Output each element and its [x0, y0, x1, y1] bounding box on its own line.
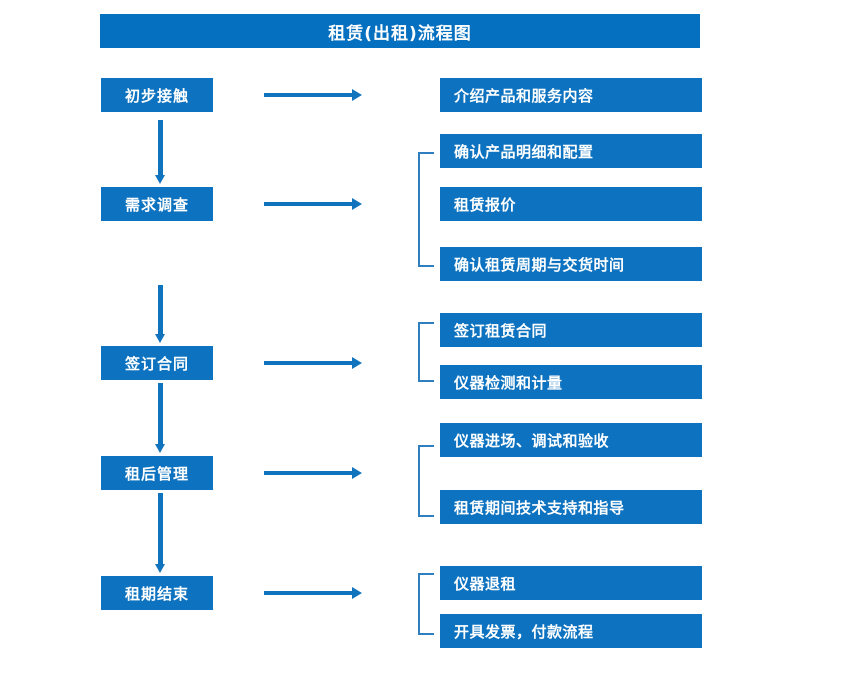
arrow-head-icon — [155, 334, 165, 343]
arrow-head-icon — [352, 198, 362, 210]
arrow-shaft — [158, 120, 163, 175]
arrow-shaft — [158, 493, 163, 564]
horizontal-arrow-5 — [264, 587, 362, 599]
group-bracket-4 — [418, 445, 434, 517]
arrow-shaft — [264, 591, 352, 595]
arrow-shaft — [158, 285, 163, 334]
arrow-head-icon — [352, 89, 362, 101]
group-bracket-3 — [418, 322, 434, 382]
horizontal-arrow-2 — [264, 198, 362, 210]
group-bracket-2 — [418, 152, 434, 267]
arrow-shaft — [264, 202, 352, 206]
arrow-shaft — [264, 93, 352, 97]
vertical-arrow-4 — [155, 493, 166, 573]
detail-box-4[interactable]: 确认租赁周期与交货时间 — [440, 247, 702, 281]
detail-box-8[interactable]: 租赁期间技术支持和指导 — [440, 490, 702, 524]
detail-box-6[interactable]: 仪器检测和计量 — [440, 365, 702, 399]
group-bracket-5 — [418, 573, 434, 635]
stage-box-5[interactable]: 租期结束 — [101, 576, 213, 610]
vertical-arrow-2 — [155, 285, 166, 343]
arrow-shaft — [158, 383, 163, 444]
detail-box-7[interactable]: 仪器进场、调试和验收 — [440, 423, 702, 457]
arrow-shaft — [264, 471, 352, 475]
horizontal-arrow-4 — [264, 467, 362, 479]
detail-box-3[interactable]: 租赁报价 — [440, 187, 702, 221]
arrow-head-icon — [155, 564, 165, 573]
detail-box-2[interactable]: 确认产品明细和配置 — [440, 134, 702, 168]
detail-box-9[interactable]: 仪器退租 — [440, 566, 702, 600]
page-title: 租赁(出租)流程图 — [100, 14, 700, 48]
arrow-head-icon — [155, 444, 165, 453]
arrow-head-icon — [155, 175, 165, 184]
stage-box-4[interactable]: 租后管理 — [101, 456, 213, 490]
arrow-head-icon — [352, 467, 362, 479]
stage-box-1[interactable]: 初步接触 — [101, 78, 213, 112]
detail-box-5[interactable]: 签订租赁合同 — [440, 313, 702, 347]
detail-box-10[interactable]: 开具发票，付款流程 — [440, 614, 702, 648]
horizontal-arrow-3 — [264, 357, 362, 369]
stage-box-3[interactable]: 签订合同 — [101, 346, 213, 380]
arrow-head-icon — [352, 357, 362, 369]
stage-box-2[interactable]: 需求调查 — [101, 187, 213, 221]
vertical-arrow-1 — [155, 120, 166, 184]
arrow-head-icon — [352, 587, 362, 599]
detail-box-1[interactable]: 介绍产品和服务内容 — [440, 78, 702, 112]
horizontal-arrow-1 — [264, 89, 362, 101]
vertical-arrow-3 — [155, 383, 166, 453]
arrow-shaft — [264, 361, 352, 365]
